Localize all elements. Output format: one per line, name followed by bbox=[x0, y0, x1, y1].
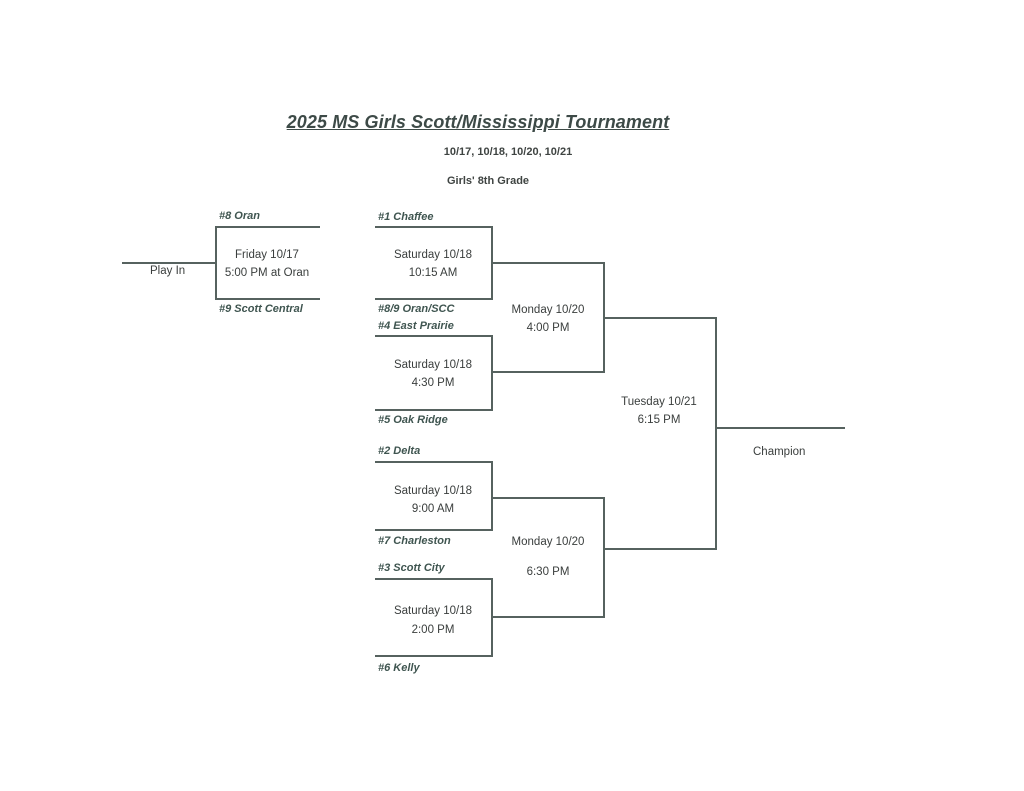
tournament-dates: 10/17, 10/18, 10/20, 10/21 bbox=[443, 146, 573, 158]
bracket-line bbox=[491, 461, 493, 531]
team-slot: #2 Delta bbox=[378, 445, 421, 457]
bracket-line bbox=[375, 409, 493, 411]
play-in-vertical-line bbox=[215, 226, 217, 300]
bracket-line bbox=[603, 548, 717, 550]
game-time: 2:00 PM bbox=[411, 624, 455, 636]
bracket-line bbox=[375, 578, 493, 580]
bracket-line bbox=[491, 497, 605, 499]
team-slot: #5 Oak Ridge bbox=[378, 414, 448, 426]
play-in-day: Friday 10/17 bbox=[235, 249, 299, 261]
game-time: 9:00 AM bbox=[411, 503, 455, 515]
team-slot: #8/9 Oran/SCC bbox=[378, 303, 455, 315]
team-slot: #6 Kelly bbox=[378, 662, 420, 674]
play-in-bottom-team: #9 Scott Central bbox=[219, 303, 303, 315]
team-slot: #1 Chaffee bbox=[378, 211, 434, 223]
game-day: Saturday 10/18 bbox=[393, 249, 472, 261]
bracket-line bbox=[375, 529, 493, 531]
game-time: 6:15 PM bbox=[637, 414, 681, 426]
play-in-bottom-line bbox=[215, 298, 320, 300]
bracket-line bbox=[603, 497, 605, 618]
game-day: Saturday 10/18 bbox=[393, 605, 472, 617]
champion-line bbox=[715, 427, 845, 429]
team-slot: #4 East Prairie bbox=[378, 320, 454, 332]
bracket-line bbox=[375, 298, 493, 300]
bracket-line bbox=[375, 655, 493, 657]
game-day: Monday 10/20 bbox=[511, 536, 585, 548]
bracket-line bbox=[375, 226, 493, 228]
bracket-line bbox=[491, 262, 605, 264]
tournament-title: 2025 MS Girls Scott/Mississippi Tourname… bbox=[286, 112, 670, 132]
play-in-feed-line bbox=[122, 262, 216, 264]
play-in-top-line bbox=[215, 226, 320, 228]
game-day: Tuesday 10/21 bbox=[621, 396, 697, 408]
game-time: 10:15 AM bbox=[408, 267, 458, 279]
game-day: Monday 10/20 bbox=[511, 304, 585, 316]
bracket-line bbox=[603, 317, 717, 319]
team-slot: #3 Scott City bbox=[378, 562, 445, 574]
bracket-line bbox=[491, 371, 605, 373]
bracket-line bbox=[715, 317, 717, 550]
game-time: 4:00 PM bbox=[526, 322, 570, 334]
game-day: Saturday 10/18 bbox=[393, 485, 472, 497]
team-slot: #7 Charleston bbox=[378, 535, 451, 547]
play-in-time: 5:00 PM at Oran bbox=[224, 267, 310, 279]
division-label: Girls' 8th Grade bbox=[446, 175, 530, 187]
bracket-line bbox=[491, 616, 605, 618]
play-in-top-team: #8 Oran bbox=[219, 210, 260, 222]
champion-label: Champion bbox=[753, 446, 806, 458]
play-in-label: Play In bbox=[150, 265, 186, 277]
bracket-line bbox=[375, 335, 493, 337]
game-day: Saturday 10/18 bbox=[393, 359, 472, 371]
game-time: 6:30 PM bbox=[526, 566, 570, 578]
bracket-line bbox=[375, 461, 493, 463]
game-time: 4:30 PM bbox=[411, 377, 455, 389]
